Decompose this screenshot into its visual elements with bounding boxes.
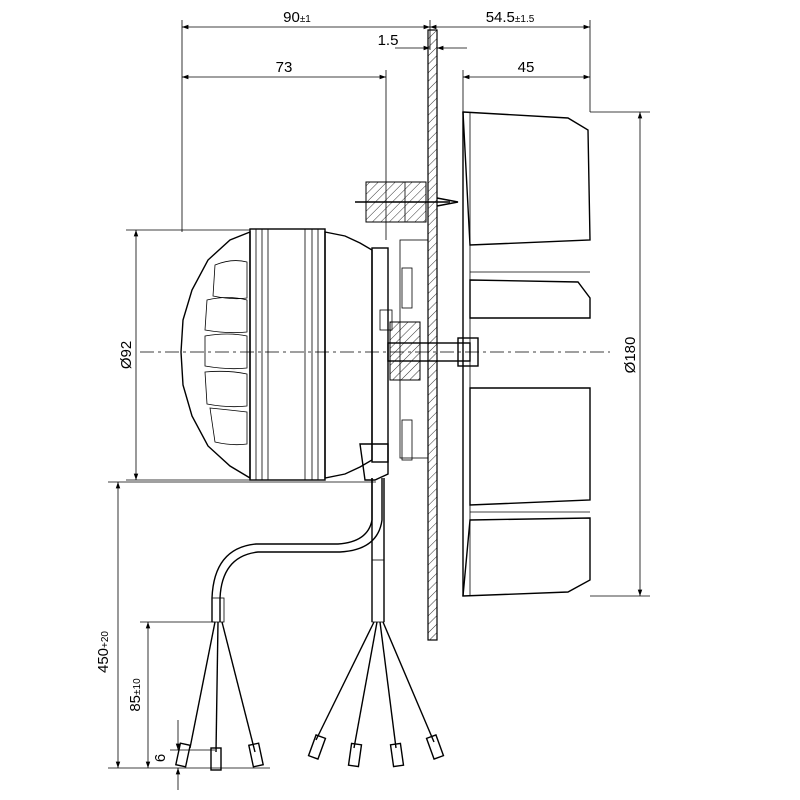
motor-shaft	[379, 267, 479, 461]
cable-left	[174, 478, 383, 771]
motor-body	[180, 228, 389, 481]
svg-text:73: 73	[276, 59, 293, 76]
dimension-impeller-width: 45	[462, 59, 590, 112]
dimension-impeller-offset: 54.5±1.5	[430, 9, 591, 112]
svg-text:1.5: 1.5	[378, 32, 399, 49]
svg-text:450+20: 450+20	[95, 631, 112, 673]
dimension-cable-length: 450+20	[95, 481, 376, 769]
cable-right	[307, 478, 445, 768]
dimension-motor-diameter: Ø92	[118, 229, 250, 481]
svg-text:45: 45	[518, 59, 535, 76]
svg-text:85±10: 85±10	[127, 678, 144, 712]
svg-text:6: 6	[152, 754, 169, 762]
dimension-plate-thickness: 1.5	[378, 32, 467, 55]
dimension-wire-strip: 85±10	[127, 621, 215, 768]
dimension-overall-length: 90±1	[181, 9, 431, 232]
dimension-motor-length: 73	[182, 59, 387, 240]
svg-text:Ø92: Ø92	[118, 341, 135, 369]
impeller	[462, 111, 591, 597]
dimension-impeller-diameter: Ø180	[590, 111, 650, 597]
svg-text:90±1: 90±1	[283, 9, 311, 26]
svg-text:54.5±1.5: 54.5±1.5	[486, 9, 535, 26]
svg-text:Ø180: Ø180	[622, 337, 639, 374]
dimension-terminal: 6	[152, 720, 215, 790]
mounting-screw	[355, 181, 459, 223]
